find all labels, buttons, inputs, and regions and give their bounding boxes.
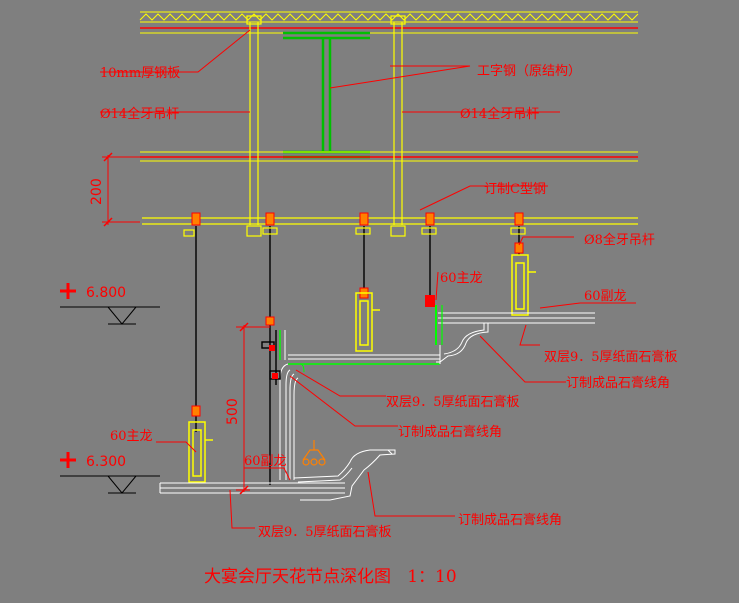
drawing-title: 大宴会厅天花节点深化图 1：10 — [204, 567, 457, 587]
rod-nuts — [246, 15, 406, 237]
label-steel-plate: 10mm厚钢板 — [100, 66, 180, 81]
curved-molding — [279, 330, 305, 480]
rod8-brackets — [183, 227, 526, 237]
roof-deck — [139, 11, 639, 34]
i-beam — [283, 31, 370, 159]
label-sub-keel-lower: 60副龙 — [244, 454, 287, 469]
label-molding-lower: 订制成品石膏线角 — [458, 512, 562, 528]
main-keel-carriers — [188, 254, 536, 483]
label-gypsum-upper: 双层9．5厚纸面石膏板 — [544, 349, 678, 365]
label-c-channel: 订制C型钢 — [484, 182, 546, 197]
labels: 10mm厚钢板 工字钢（原结构） Ø14全牙吊杆 Ø14全牙吊杆 订制C型钢 Ø… — [100, 64, 678, 540]
dim-200-text: 200 — [89, 178, 105, 205]
mid-ceiling — [288, 345, 441, 365]
rod14 — [249, 22, 403, 225]
label-gypsum-mid: 双层9．5厚纸面石膏板 — [386, 394, 520, 410]
upper-molding — [436, 323, 489, 363]
lower-molding — [293, 449, 396, 501]
rod8-clamps — [191, 212, 524, 417]
roof-zigzag — [139, 13, 639, 21]
dim-500: 500 — [225, 322, 270, 495]
steel-plate — [140, 151, 638, 162]
dim-500-text: 500 — [225, 398, 241, 425]
label-main-keel-upper: 60主龙 — [440, 271, 483, 286]
label-molding-upper: 订制成品石膏线角 — [566, 375, 670, 391]
elevation-upper-text: 6.800 — [86, 285, 126, 301]
c-channel — [142, 217, 638, 225]
upper-ceiling — [425, 295, 595, 345]
label-rod8: Ø8全牙吊杆 — [584, 232, 655, 248]
hanger-ties — [269, 345, 278, 379]
elevation-upper: 6.800 — [60, 283, 160, 325]
label-sub-keel-upper: 60副龙 — [584, 289, 627, 304]
lower-light-fixture — [302, 440, 326, 466]
elevation-lower: 6.300 — [60, 452, 160, 494]
label-main-keel-lower: 60主龙 — [110, 429, 153, 444]
label-molding-mid: 订制成品石膏线角 — [398, 424, 502, 440]
label-rod14-right: Ø14全牙吊杆 — [460, 106, 539, 122]
lower-ceiling — [159, 482, 345, 494]
elevation-lower-text: 6.300 — [86, 454, 126, 470]
leader-lines — [100, 29, 636, 529]
label-i-beam: 工字钢（原结构） — [477, 64, 581, 79]
label-gypsum-lower: 双层9．5厚纸面石膏板 — [258, 524, 392, 540]
label-rod14-left: Ø14全牙吊杆 — [100, 106, 179, 122]
dim-200: 200 — [89, 152, 140, 227]
